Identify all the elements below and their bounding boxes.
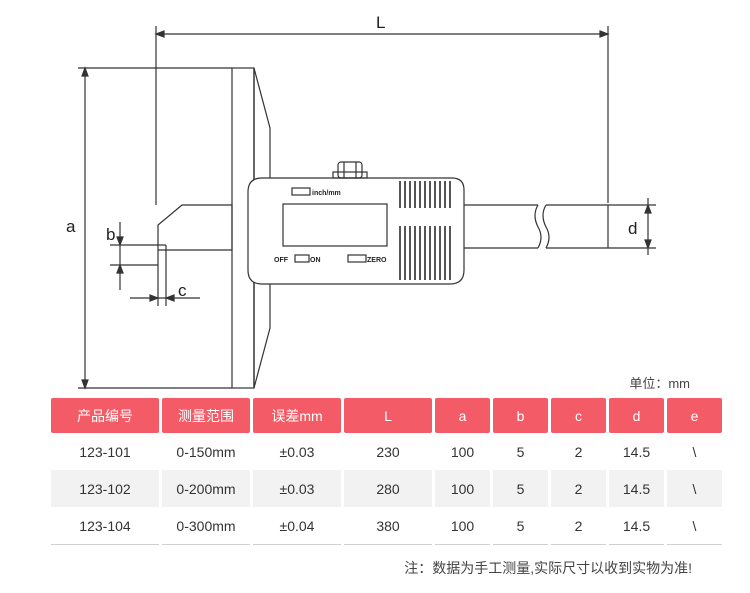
table-cell: 280 [344,470,432,507]
table-cell: 0-200mm [162,470,250,507]
unit-note: 单位：mm [629,376,690,391]
table-cell: 123-102 [51,470,159,507]
dim-label-L: L [376,13,385,32]
table-cell: 2 [551,433,606,470]
table-cell: 380 [344,507,432,545]
header-cell: a [435,398,490,433]
dim-label-d: d [628,219,637,238]
dim-label-b: b [106,225,115,244]
dim-label-a: a [66,217,76,236]
table-cell: 230 [344,433,432,470]
zero-label: ZERO [367,257,387,264]
table-cell: 100 [435,433,490,470]
table-cell: 0-150mm [162,433,250,470]
header-cell: 测量范围 [162,398,250,433]
table-cell: \ [667,470,722,507]
header-cell: L [344,398,432,433]
table-row: 123-104 0-300mm ±0.04 380 100 5 2 14.5 \ [51,507,722,545]
table-cell: \ [667,507,722,545]
table-cell: 5 [493,470,548,507]
table-cell: \ [667,433,722,470]
inch-mm-label: inch/mm [312,190,341,197]
table-cell: ±0.04 [253,507,341,545]
table-cell: 123-101 [51,433,159,470]
spec-table: 产品编号 测量范围 误差mm L a b c d e 123-101 0-150… [48,398,725,545]
header-cell: 产品编号 [51,398,159,433]
table-row: 123-101 0-150mm ±0.03 230 100 5 2 14.5 \ [51,433,722,470]
table-cell: 5 [493,433,548,470]
off-label: OFF [274,257,289,264]
table-cell: 0-300mm [162,507,250,545]
table-cell: ±0.03 [253,433,341,470]
table-row: 123-102 0-200mm ±0.03 280 100 5 2 14.5 \ [51,470,722,507]
table-cell: 123-104 [51,507,159,545]
table-cell: 14.5 [609,470,664,507]
table-cell: 5 [493,507,548,545]
table-cell: 100 [435,470,490,507]
table-cell: 2 [551,507,606,545]
header-cell: 误差mm [253,398,341,433]
table-cell: 14.5 [609,433,664,470]
footnote: 注：数据为手工测量,实际尺寸以收到实物为准! [404,560,692,576]
table-cell: 14.5 [609,507,664,545]
table-cell: 2 [551,470,606,507]
dim-label-c: c [178,281,187,300]
depth-gauge-drawing: L a b c d inch/mm OFF ON ZERO [66,13,656,390]
grip-texture [399,181,451,280]
table-cell: ±0.03 [253,470,341,507]
table-cell: 100 [435,507,490,545]
on-label: ON [310,257,321,264]
table-header-row: 产品编号 测量范围 误差mm L a b c d e [51,398,722,433]
header-cell: e [667,398,722,433]
header-cell: c [551,398,606,433]
header-cell: d [609,398,664,433]
header-cell: b [493,398,548,433]
